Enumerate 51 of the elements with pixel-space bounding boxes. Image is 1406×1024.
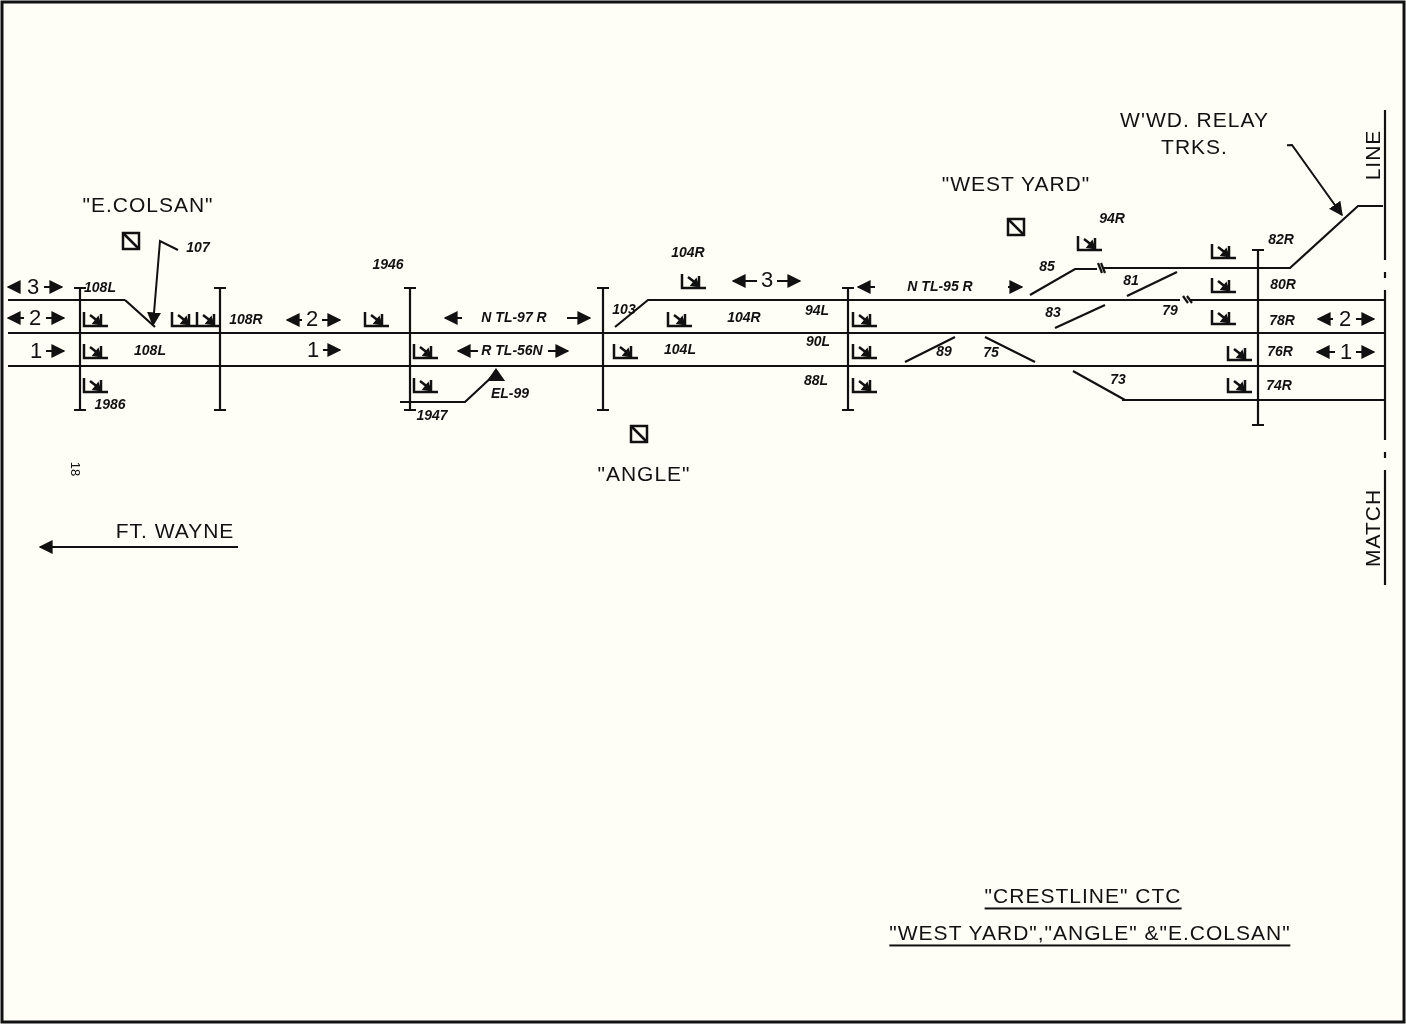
leader-text: W'WD. RELAY TRKS. <box>1102 106 1287 161</box>
leader-line <box>1286 143 1343 217</box>
signal-label: 108R <box>229 312 263 328</box>
signal-label: N TL-95 R <box>907 279 973 295</box>
signal-label: 1947 <box>416 408 448 424</box>
signal-label: 76R <box>1267 344 1293 360</box>
place-name: FT. WAYNE <box>115 519 235 543</box>
place-name: "WEST YARD" <box>941 172 1091 196</box>
track-number: 1 <box>1339 339 1353 365</box>
signal-label: R TL-56N <box>481 343 543 359</box>
track-number: 3 <box>760 267 774 293</box>
signal-label: 89 <box>936 344 952 360</box>
signal-label: 104L <box>664 342 696 358</box>
track-number: 2 <box>305 306 319 332</box>
signal-label: 85 <box>1039 259 1055 275</box>
track-number: 2 <box>28 305 42 331</box>
signal-label: 83 <box>1045 305 1061 321</box>
place-name: LINE <box>1361 129 1385 181</box>
signal-label: 104R <box>671 245 705 261</box>
signal-label: 90L <box>805 334 831 350</box>
signal-label: 74R <box>1266 378 1292 394</box>
signal-label: N TL-97 R <box>481 310 547 326</box>
track-number: 3 <box>26 274 40 300</box>
signal-label: 108L <box>134 343 166 359</box>
signal-label: 81 <box>1123 273 1139 289</box>
switch-track-line <box>124 299 156 328</box>
signal-label: 1986 <box>94 397 126 413</box>
place-name: "ANGLE" <box>597 462 691 486</box>
signal-label: 75 <box>983 345 999 361</box>
signal-label: 88L <box>803 373 829 389</box>
signal-label: EL-99 <box>490 386 530 402</box>
signal-label: 94R <box>1099 211 1125 227</box>
signal-label: 18 <box>67 461 83 477</box>
track-number: 2 <box>1338 306 1352 332</box>
track-number: 1 <box>306 337 320 363</box>
leader-line <box>147 239 179 327</box>
track-number: 1 <box>29 338 43 364</box>
leader-text: 107 <box>178 238 218 257</box>
signal-label: 80R <box>1270 277 1296 293</box>
signal-label: 94L <box>804 303 830 319</box>
place-name: "E.COLSAN" <box>82 193 214 217</box>
diagram-caption: "WEST YARD","ANGLE" &"E.COLSAN" <box>889 921 1291 947</box>
signal-label: 73 <box>1110 372 1126 388</box>
diagram-title: "CRESTLINE" CTC <box>984 884 1182 910</box>
signal-label: 1946 <box>372 257 404 273</box>
signal-label: 104R <box>727 310 761 326</box>
place-name: MATCH <box>1361 488 1385 568</box>
signal-label: 78R <box>1269 313 1295 329</box>
signal-label: 79 <box>1162 303 1178 319</box>
signal-label: 82R <box>1268 232 1294 248</box>
signal-label: 108L <box>84 280 116 296</box>
